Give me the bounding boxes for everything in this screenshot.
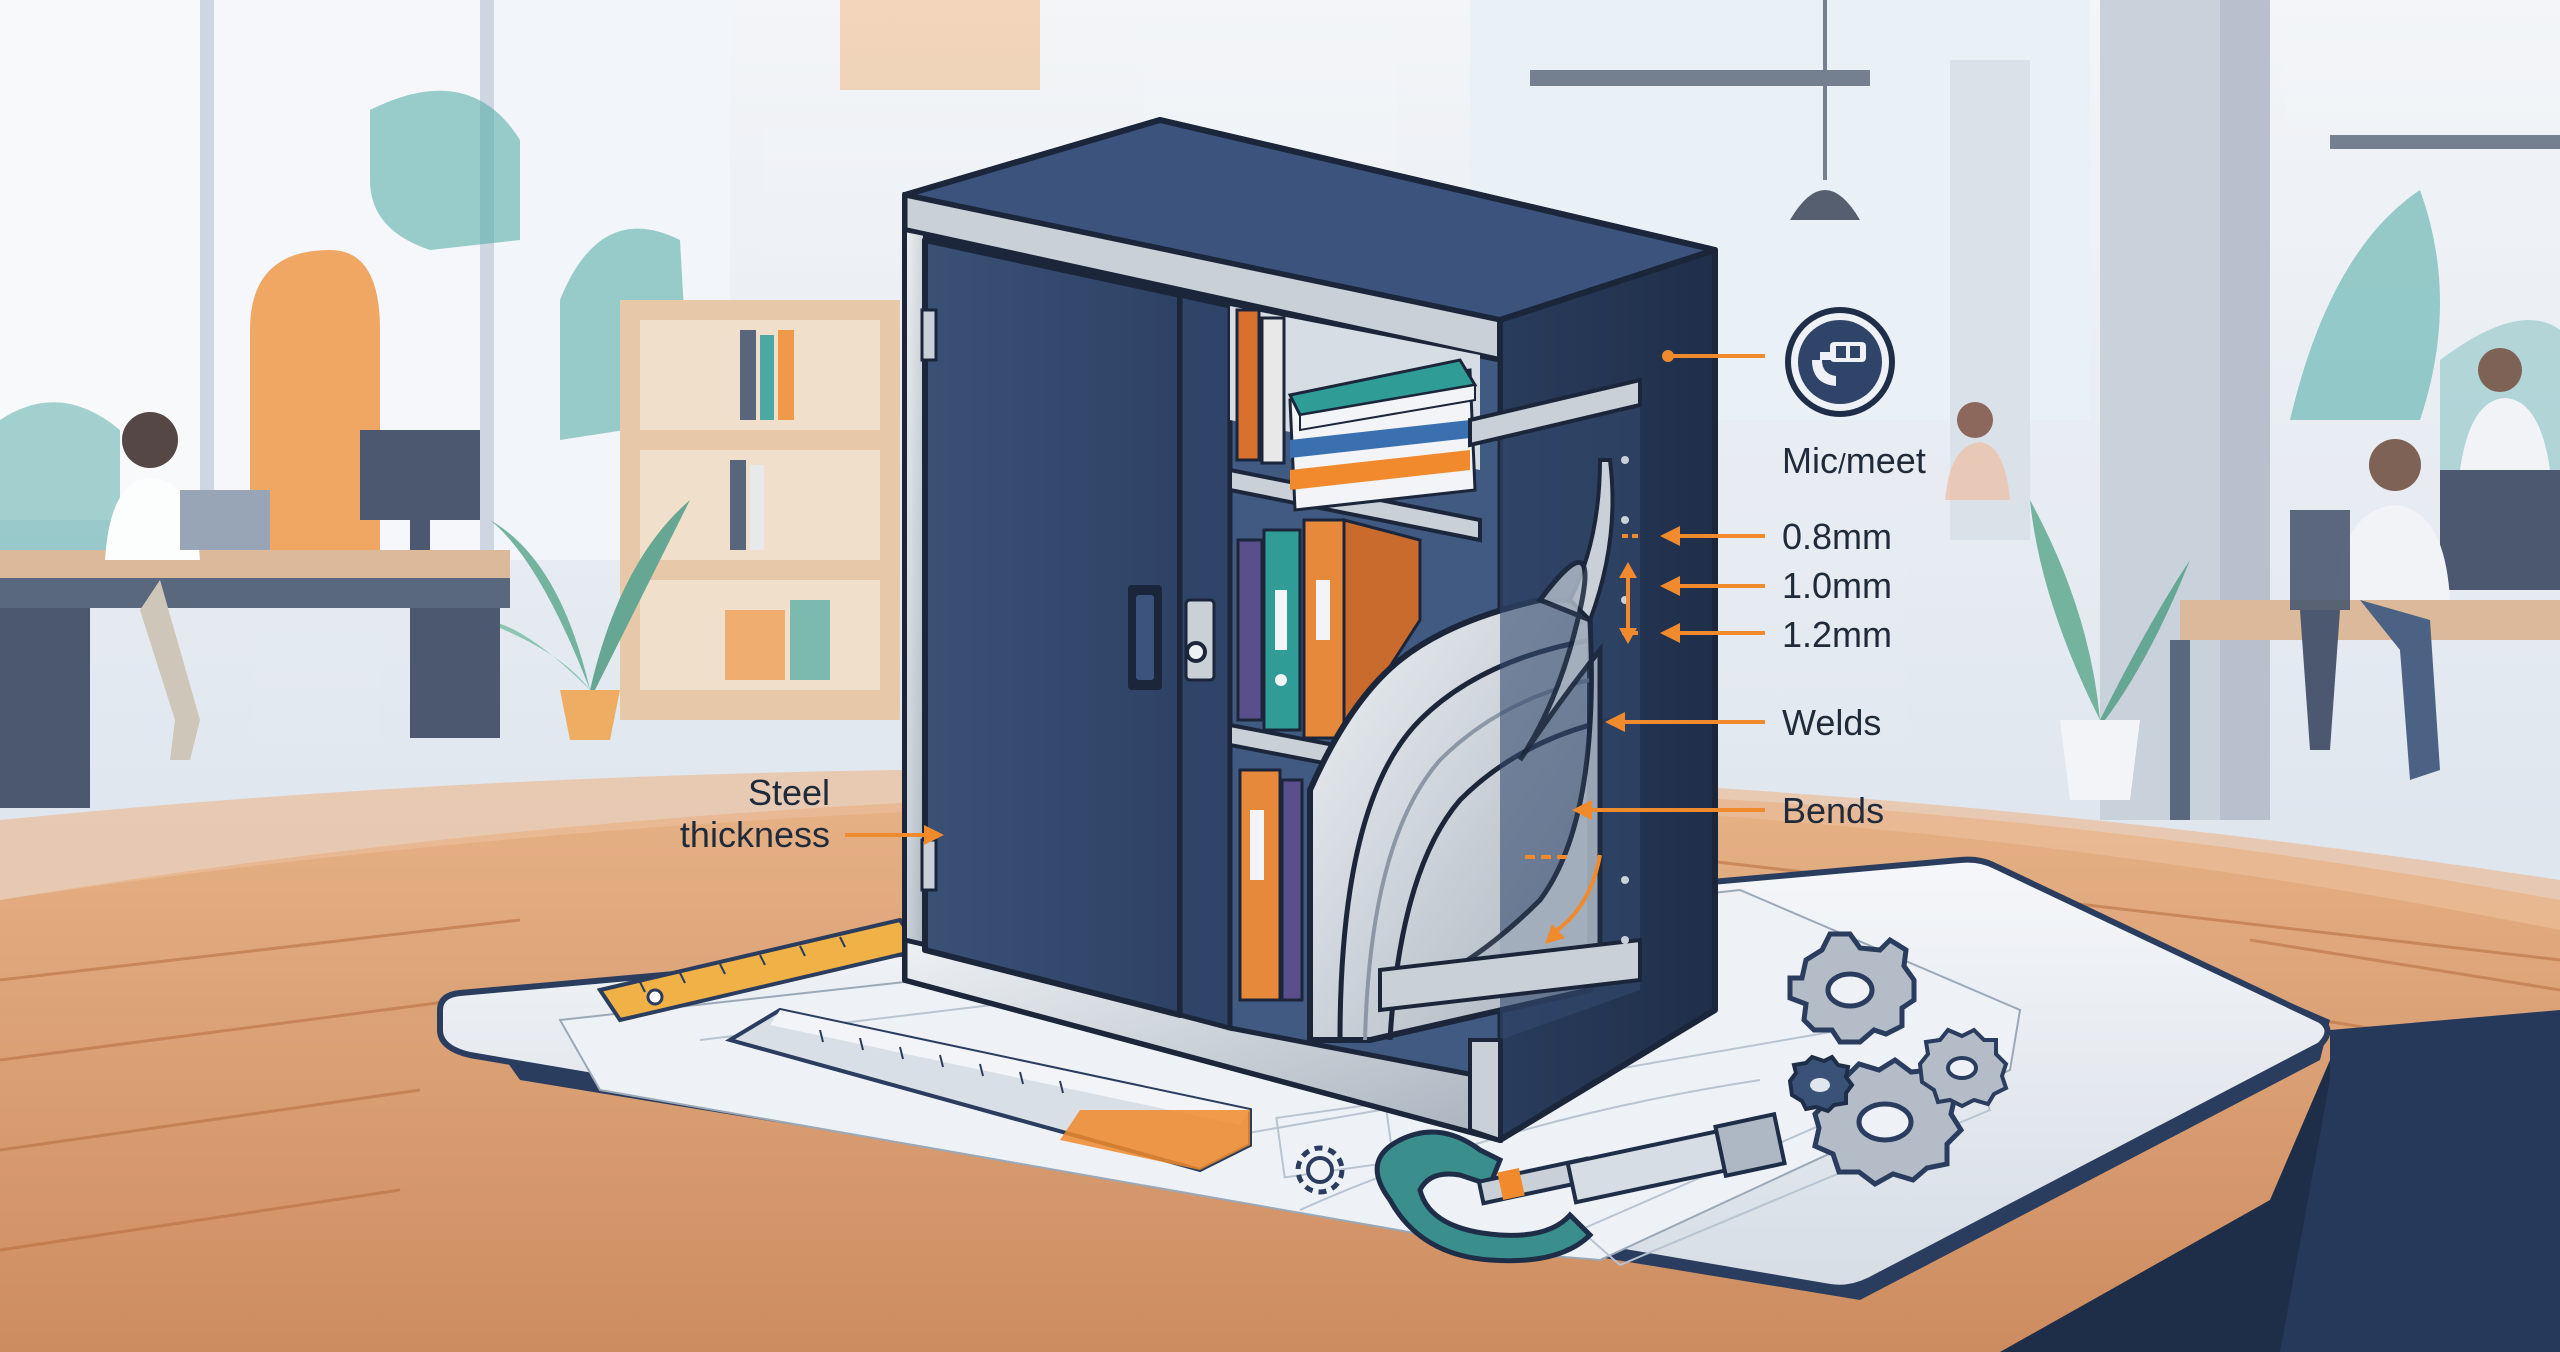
gear-icon-blue [1787, 1054, 1855, 1114]
gear-icon-small [1917, 1027, 2009, 1109]
gear-icon-large [1787, 931, 1917, 1045]
gear-icon-tiny [1295, 1145, 1345, 1195]
micrometer-icon [1785, 307, 1895, 417]
steel-cabinet [902, 117, 1718, 1144]
thickness-label-0-8mm: 0.8mm [1782, 516, 1893, 557]
thickness-label-1-0mm: 1.0mm [1782, 565, 1893, 606]
steel-thickness-label: Steel thickness [640, 772, 830, 856]
ruler-steel [724, 1007, 1252, 1173]
steel-thickness-line1: Steel [747, 772, 830, 813]
micrometer-label-mark: / [1838, 448, 1846, 479]
welds-label: Welds [1782, 702, 1882, 743]
gear-icon-medium [1812, 1056, 1965, 1187]
callout-arrows [845, 350, 1765, 944]
micrometer-label: Mic/meet [1782, 440, 1926, 485]
micrometer-tool [1374, 1111, 1787, 1264]
thickness-label-1-2mm: 1.2mm [1782, 614, 1893, 655]
micrometer-label-end: meet [1845, 440, 1926, 481]
bends-label: Bends [1782, 790, 1885, 831]
steel-thickness-line2: thickness [679, 814, 830, 855]
micrometer-label-start: Mic [1782, 440, 1838, 481]
